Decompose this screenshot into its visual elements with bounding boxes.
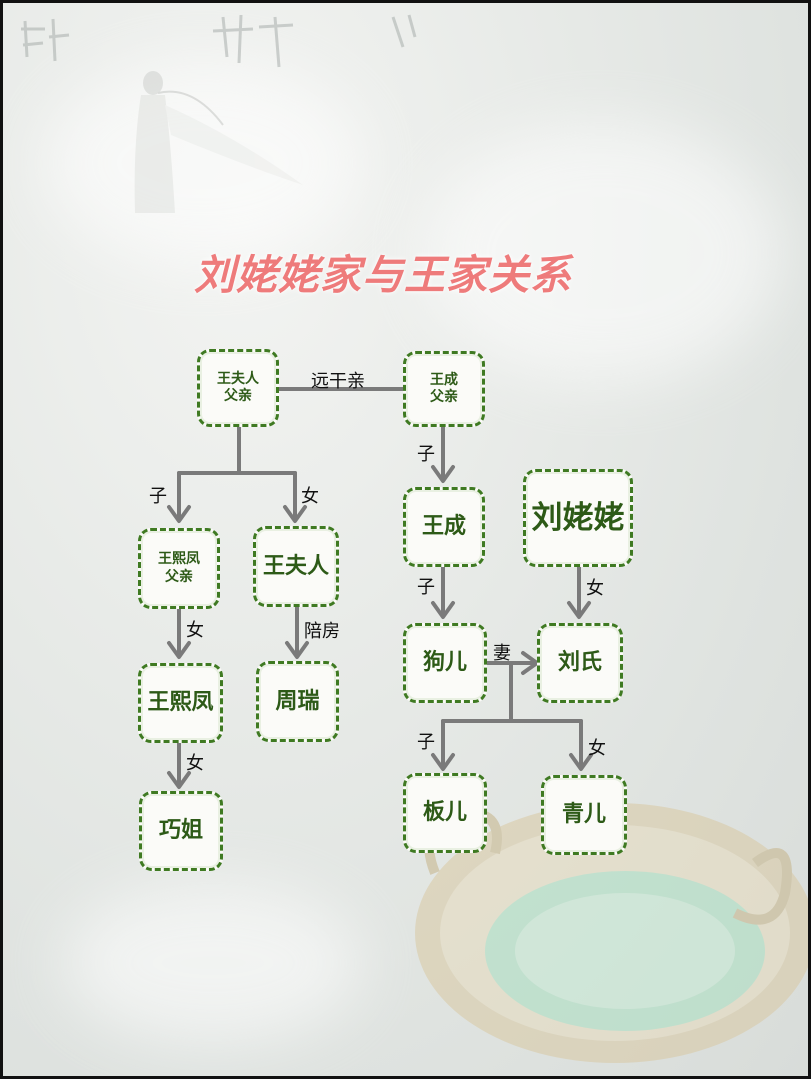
node-label: 青儿 xyxy=(561,801,606,828)
arrow-line xyxy=(167,741,191,789)
node-wang-xifeng: 王熙凤 xyxy=(138,663,223,743)
node-label: 王熙凤 xyxy=(147,689,214,716)
mist-shape xyxy=(43,63,363,263)
node-wang-xifeng-father: 王熙凤 父亲 xyxy=(138,528,220,609)
node-label: 巧姐 xyxy=(158,817,203,844)
relation-label-daughter: 女 xyxy=(586,578,604,599)
node-label: 王夫人 xyxy=(262,552,329,579)
arrow-line xyxy=(569,719,593,771)
node-label: 刘姥姥 xyxy=(531,499,625,536)
node-label: 王成 父亲 xyxy=(430,371,458,406)
relation-label-son: 子 xyxy=(417,732,435,753)
relation-label-daughter: 女 xyxy=(186,620,204,641)
node-qiao-jie: 巧姐 xyxy=(139,791,223,871)
relation-label-daughter: 女 xyxy=(588,738,606,759)
node-zhou-rui: 周瑞 xyxy=(256,661,339,742)
node-gou-er: 狗儿 xyxy=(403,623,487,703)
arrow-line xyxy=(431,565,455,619)
node-wang-furen: 王夫人 xyxy=(253,526,339,607)
node-ban-er: 板儿 xyxy=(403,773,487,853)
node-label: 王熙凤 父亲 xyxy=(158,551,200,585)
relation-label-daughter: 女 xyxy=(301,486,319,507)
figure-silhouette xyxy=(134,71,303,213)
diagram-title: 刘姥姥家与王家关系 xyxy=(194,251,572,299)
relation-label-son: 子 xyxy=(149,486,167,507)
relation-label-distant: 远干亲 xyxy=(311,371,365,392)
node-qing-er: 青儿 xyxy=(541,775,627,855)
arrow-line xyxy=(167,607,191,659)
arrow-line xyxy=(567,565,591,619)
jade-ornament xyxy=(415,803,808,1063)
arrow-line xyxy=(167,471,191,523)
node-label: 狗儿 xyxy=(422,649,467,676)
arrow-line xyxy=(431,719,455,771)
arrow-line xyxy=(431,425,455,483)
mist-shape xyxy=(423,123,783,383)
relation-label-wife: 妻 xyxy=(493,643,511,664)
node-label: 刘氏 xyxy=(557,649,602,676)
node-liu-laolao: 刘姥姥 xyxy=(523,469,633,567)
connector-lines xyxy=(167,387,593,789)
arrow-line xyxy=(283,471,307,523)
node-wang-furen-father: 王夫人 父亲 xyxy=(197,349,279,427)
node-wang-cheng-father: 王成 父亲 xyxy=(403,351,485,427)
node-label: 王夫人 父亲 xyxy=(217,370,259,405)
node-label: 周瑞 xyxy=(275,687,320,714)
relation-label-son: 子 xyxy=(417,577,435,598)
relation-label-daughter: 女 xyxy=(186,753,204,774)
arrow-line xyxy=(285,605,309,659)
calligraphy-decoration xyxy=(21,14,417,68)
relation-label-accompanying: 陪房 xyxy=(304,621,340,642)
node-label: 王成 xyxy=(421,513,466,540)
node-wang-cheng: 王成 xyxy=(403,487,485,567)
relation-label-son: 子 xyxy=(417,444,435,465)
node-liu-shi: 刘氏 xyxy=(537,623,623,703)
node-label: 板儿 xyxy=(422,799,467,826)
mist-shape xyxy=(63,883,363,1043)
